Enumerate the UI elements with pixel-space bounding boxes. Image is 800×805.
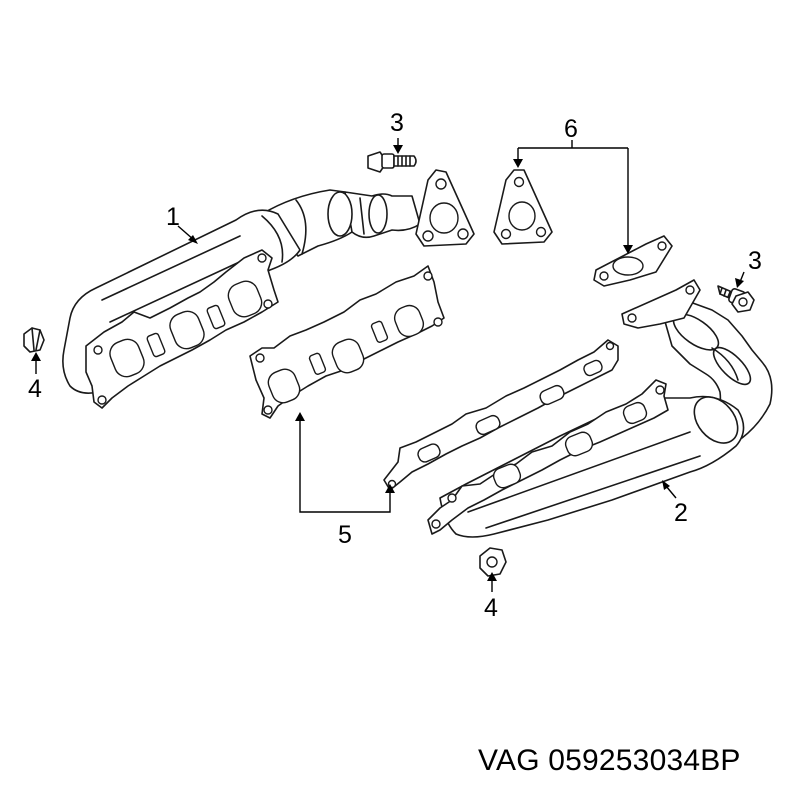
callout-6: 6 <box>564 115 578 143</box>
callout-3-right: 3 <box>748 247 762 275</box>
callout-5: 5 <box>338 521 352 549</box>
nut-lower <box>479 547 507 577</box>
exhaust-manifold-right <box>427 279 773 538</box>
bolt-right <box>717 285 755 313</box>
callout-labels: 1 3 4 5 6 3 2 4 <box>28 109 762 622</box>
part-number-caption: VAG 059253034BP <box>478 744 741 777</box>
callout-4-lower: 4 <box>484 594 498 622</box>
flange-gasket-lower <box>593 235 673 287</box>
nut-left <box>23 327 45 353</box>
manifold-gasket-left <box>249 265 445 419</box>
leader-lines <box>31 138 745 592</box>
callout-4-left: 4 <box>28 375 42 403</box>
callout-3-upper: 3 <box>390 109 404 137</box>
exhaust-manifold-left <box>62 169 475 409</box>
manifold-gasket-right <box>383 339 619 491</box>
callout-2: 2 <box>674 499 688 527</box>
bolt-upper-left <box>367 151 417 173</box>
callout-1: 1 <box>166 203 180 231</box>
flange-gasket-upper <box>493 169 553 245</box>
